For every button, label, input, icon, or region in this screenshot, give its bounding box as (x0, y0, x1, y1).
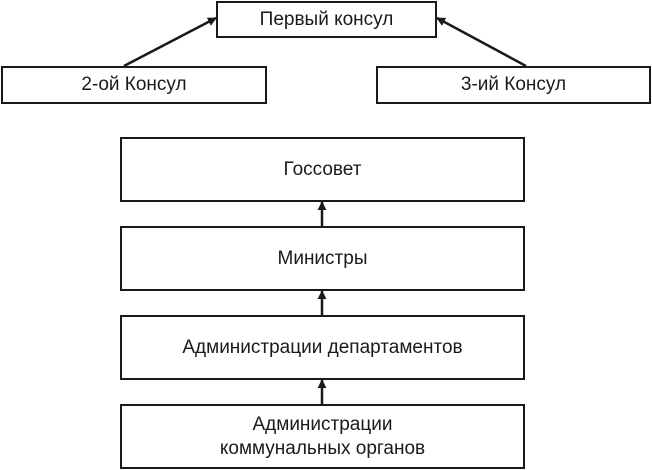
second-consul-box: 2-ой Консул (1, 66, 267, 104)
ministers-box: Министры (120, 226, 525, 291)
third-consul-box: 3-ий Консул (376, 66, 651, 104)
first-consul-label: Первый консул (259, 8, 394, 30)
arrow-third-to-first-consul (436, 16, 527, 68)
department-admin-box: Администрации департаментов (120, 315, 525, 380)
third-consul-label: 3-ий Консул (460, 74, 567, 95)
communal-admin-label: Администрации коммунальных органов (219, 413, 426, 459)
second-consul-label: 2-ой Консул (81, 74, 187, 95)
department-admin-label: Администрации департаментов (182, 336, 463, 358)
ministers-label: Министры (277, 247, 368, 269)
arrow-second-to-first-consul (123, 16, 217, 68)
gossovet-box: Госсовет (120, 137, 525, 202)
first-consul-box: Первый консул (216, 1, 437, 38)
gossovet-label: Госсовет (283, 158, 362, 180)
communal-admin-box: Администрации коммунальных органов (120, 404, 525, 469)
